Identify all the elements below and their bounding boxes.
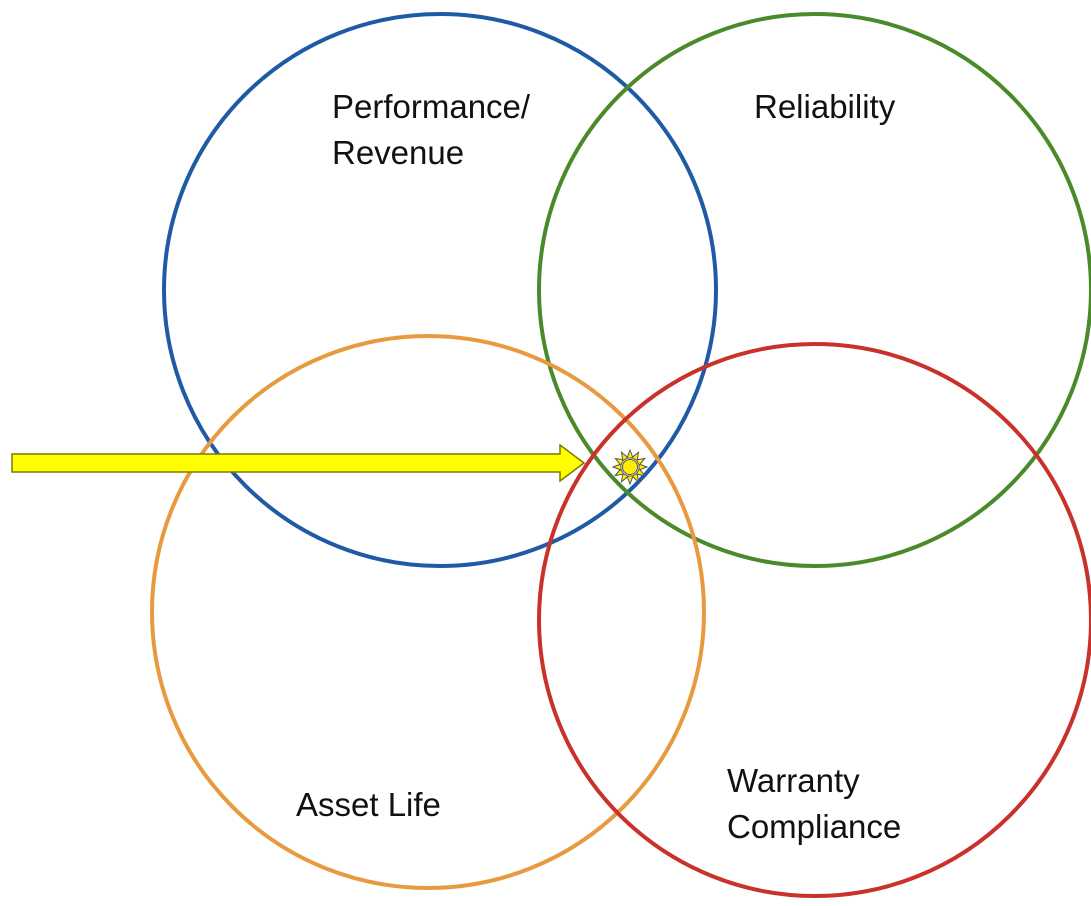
performance-revenue-label-line-2: Revenue <box>332 134 465 171</box>
performance-revenue-label-line-1: Performance/ <box>332 88 531 125</box>
sun-ray <box>626 448 634 459</box>
sun-ray <box>620 451 629 462</box>
sun-ray <box>614 468 625 477</box>
asset-life-circle <box>150 334 706 890</box>
pointer-arrow <box>11 443 586 483</box>
reliability-circle <box>537 12 1091 568</box>
performance-revenue-label: Performance/ Revenue <box>332 84 530 176</box>
sun-ray <box>631 472 640 483</box>
sun-ray <box>631 451 640 462</box>
sun-ray <box>614 457 625 466</box>
sun-ray <box>626 475 634 486</box>
sun-ray <box>620 472 629 483</box>
warranty-compliance-label-line-2: Compliance <box>727 808 902 845</box>
sun-icon <box>611 448 649 486</box>
warranty-compliance-circle <box>537 342 1091 898</box>
performance-revenue-circle <box>162 12 718 568</box>
warranty-compliance-label-line-1: Warranty <box>727 762 860 799</box>
sun-ray <box>611 463 622 471</box>
sun-ray <box>635 457 646 466</box>
reliability-label-line-1: Reliability <box>754 88 896 125</box>
asset-life-label-line-1: Asset Life <box>296 786 441 823</box>
asset-life-label: Asset Life <box>296 782 441 828</box>
sun-ray <box>638 463 649 471</box>
warranty-compliance-label: Warranty Compliance <box>727 758 901 850</box>
reliability-label: Reliability <box>754 84 895 130</box>
sun-ray <box>635 468 646 477</box>
